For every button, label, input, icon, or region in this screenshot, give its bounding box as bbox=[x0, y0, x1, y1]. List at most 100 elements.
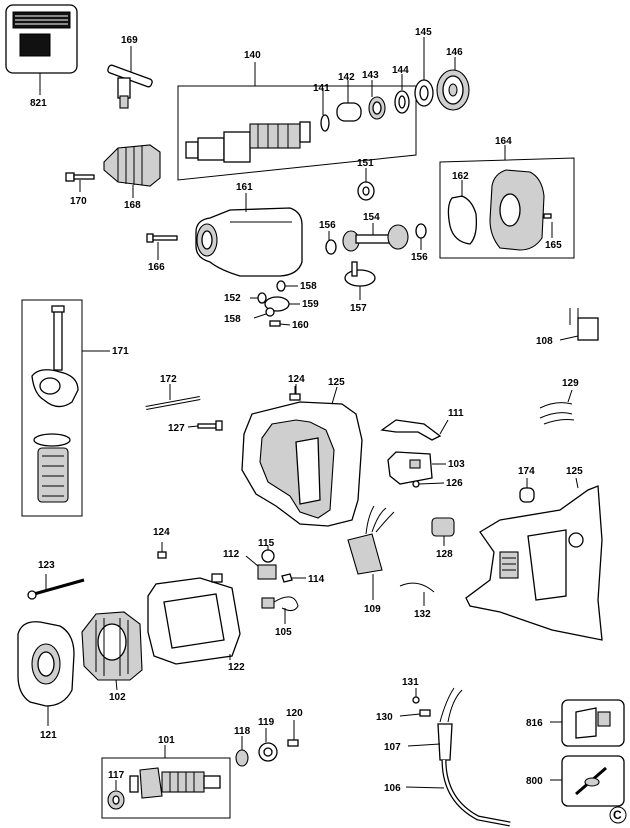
label-158-bottom: 158 bbox=[224, 314, 241, 325]
label-124-top: 124 bbox=[288, 374, 305, 385]
label-118: 118 bbox=[234, 726, 251, 737]
label-112: 112 bbox=[223, 549, 240, 560]
part-102-field-stator bbox=[81, 611, 143, 691]
part-117-bearing bbox=[107, 780, 125, 810]
part-800-brush-kit bbox=[550, 755, 625, 807]
label-117: 117 bbox=[108, 770, 125, 781]
part-161-gear-housing bbox=[195, 193, 303, 277]
label-141: 141 bbox=[313, 83, 330, 94]
part-127-screw bbox=[187, 420, 223, 431]
part-152-158-159-160-set bbox=[250, 280, 300, 327]
label-169: 169 bbox=[121, 35, 138, 46]
part-164-gear-cover bbox=[439, 145, 575, 259]
label-120: 120 bbox=[286, 708, 303, 719]
label-142: 142 bbox=[338, 72, 355, 83]
part-119-bushing bbox=[258, 728, 278, 762]
label-130: 130 bbox=[376, 712, 393, 723]
part-121-end-cap bbox=[17, 621, 75, 726]
part-156-washer-right bbox=[415, 223, 427, 250]
part-168-drill-chuck bbox=[103, 144, 161, 198]
part-109-switch-wiring bbox=[347, 505, 395, 600]
label-162: 162 bbox=[452, 171, 469, 182]
part-172-depth-rod bbox=[145, 384, 201, 410]
part-114-spring bbox=[281, 573, 306, 583]
part-125-motor-housing-half bbox=[241, 384, 363, 527]
part-number-labels: 821 169 140 145 146 141 142 143 144 164 … bbox=[30, 27, 622, 822]
label-109: 109 bbox=[364, 604, 381, 615]
part-821-label-plate bbox=[5, 4, 78, 95]
label-105: 105 bbox=[275, 627, 292, 638]
label-108: 108 bbox=[536, 336, 553, 347]
label-160: 160 bbox=[292, 320, 309, 331]
part-131-screw bbox=[412, 688, 420, 704]
part-106-power-cord bbox=[405, 759, 511, 827]
label-158-top: 158 bbox=[300, 281, 317, 292]
label-115: 115 bbox=[258, 538, 275, 549]
label-164: 164 bbox=[495, 136, 512, 147]
part-125-handle-housing-half bbox=[465, 477, 603, 641]
part-128-button bbox=[431, 517, 455, 546]
label-119: 119 bbox=[258, 717, 275, 728]
label-111: 111 bbox=[448, 408, 464, 419]
part-103-switch bbox=[387, 451, 446, 485]
label-125-right: 125 bbox=[566, 466, 583, 477]
label-161: 161 bbox=[236, 182, 253, 193]
part-126-screw bbox=[412, 480, 445, 488]
label-129: 129 bbox=[562, 378, 579, 389]
part-171-side-handle bbox=[21, 299, 110, 517]
label-151: 151 bbox=[357, 158, 374, 169]
part-154-intermediate-shaft bbox=[342, 223, 409, 252]
part-145-bearing bbox=[414, 37, 434, 107]
label-124-lower: 124 bbox=[153, 527, 170, 538]
label-166: 166 bbox=[148, 262, 165, 273]
label-174: 174 bbox=[518, 466, 535, 477]
part-174-cap bbox=[519, 478, 535, 503]
label-156-left: 156 bbox=[319, 220, 336, 231]
label-170: 170 bbox=[70, 196, 87, 207]
part-146-gear bbox=[436, 57, 470, 111]
copyright-letter: C bbox=[613, 808, 622, 822]
part-129-lead-wires bbox=[539, 389, 575, 425]
label-125-left: 125 bbox=[328, 377, 345, 388]
label-144: 144 bbox=[392, 65, 409, 76]
label-106: 106 bbox=[384, 783, 401, 794]
part-132-wire bbox=[399, 582, 435, 606]
label-172: 172 bbox=[160, 374, 177, 385]
part-124-screw-top bbox=[289, 386, 301, 401]
label-816: 816 bbox=[526, 718, 543, 729]
part-118-bearing bbox=[235, 736, 249, 767]
label-107: 107 bbox=[384, 742, 401, 753]
part-151-bearing bbox=[357, 168, 375, 201]
part-101-armature bbox=[101, 745, 231, 819]
label-145: 145 bbox=[415, 27, 432, 38]
label-152: 152 bbox=[224, 293, 241, 304]
part-130-cord-clamp bbox=[399, 709, 431, 717]
part-120-screw bbox=[287, 720, 299, 747]
part-122-stator-housing bbox=[147, 573, 241, 665]
label-121: 121 bbox=[40, 730, 57, 741]
part-124-screw-lower bbox=[157, 542, 167, 559]
copyright-mark bbox=[609, 806, 627, 824]
label-102: 102 bbox=[109, 692, 126, 703]
label-159: 159 bbox=[302, 299, 319, 310]
part-157-gear-shaft bbox=[344, 261, 376, 300]
part-169-chuck-key bbox=[107, 46, 153, 109]
label-132: 132 bbox=[414, 609, 431, 620]
label-821: 821 bbox=[30, 98, 47, 109]
part-105-brush-lead bbox=[261, 596, 299, 624]
part-112-brush-holder bbox=[245, 555, 277, 580]
label-800: 800 bbox=[526, 776, 543, 787]
label-171: 171 bbox=[112, 346, 129, 357]
part-115-brush-cap bbox=[261, 546, 275, 563]
label-168: 168 bbox=[124, 200, 141, 211]
label-126: 126 bbox=[446, 478, 463, 489]
part-156-washer-left bbox=[325, 231, 337, 255]
label-156-right: 156 bbox=[411, 252, 428, 263]
label-128: 128 bbox=[436, 549, 453, 560]
label-131: 131 bbox=[402, 677, 419, 688]
part-166-screw bbox=[146, 233, 178, 260]
label-127: 127 bbox=[168, 423, 185, 434]
label-143: 143 bbox=[362, 70, 379, 81]
